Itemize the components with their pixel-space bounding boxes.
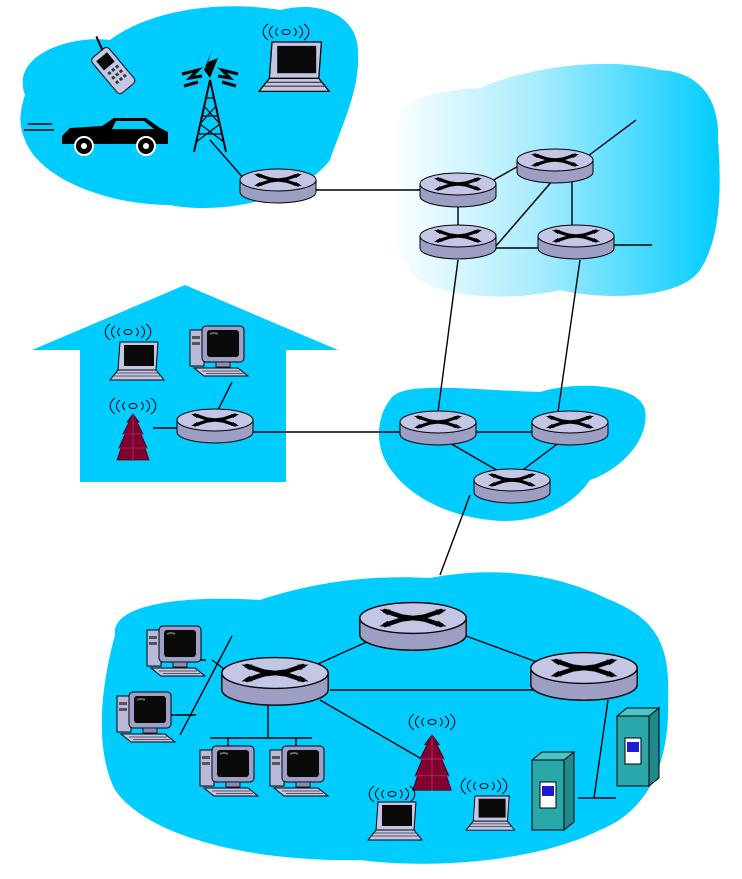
router-icon (536, 223, 616, 261)
link-reg-ent (439, 494, 471, 576)
router-icon (472, 467, 552, 505)
router-icon (530, 409, 610, 447)
router-icon (418, 171, 498, 209)
router-icon (360, 603, 466, 651)
link-reg-2-3 (519, 441, 561, 473)
router-icon (222, 658, 328, 706)
desktop-icon (199, 745, 259, 797)
desktop-icon (116, 691, 176, 743)
link-ent-1-ap (319, 699, 421, 759)
desktop-icon (189, 325, 249, 377)
router-icon (398, 409, 478, 447)
server-icon (616, 707, 660, 787)
server-icon (531, 751, 575, 831)
link-isp-2-reg-1 (437, 259, 459, 413)
router-icon (418, 223, 498, 261)
link-tower-router (209, 139, 246, 181)
desktop-icon (146, 625, 206, 677)
network-links (153, 119, 652, 799)
router-icon (238, 167, 318, 205)
cell-tower-icon (181, 50, 239, 153)
car-icon (24, 118, 168, 156)
link-ent-3-2 (465, 635, 546, 666)
router-icon (531, 653, 637, 701)
router-icon (515, 147, 595, 185)
home-network-house (32, 285, 338, 482)
link-isp-4-reg-2 (557, 259, 581, 413)
link-ent-lan-1 (179, 635, 233, 736)
link-reg-1-3 (447, 441, 501, 473)
link-ent-servers (593, 699, 609, 799)
link-isp-3-out (587, 119, 637, 157)
link-isp-2-3 (495, 171, 561, 247)
desktop-icon (269, 745, 329, 797)
cell-phone-icon (91, 36, 136, 95)
router-icon (175, 407, 255, 445)
